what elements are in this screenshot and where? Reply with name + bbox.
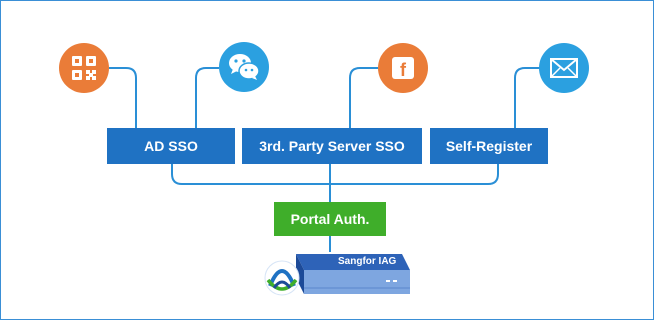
self-register-label: Self-Register	[445, 138, 533, 154]
connector-facebook-to-third-party	[349, 67, 380, 128]
device-label: Sangfor IAG	[338, 256, 397, 267]
sangfor-device	[264, 254, 410, 296]
svg-text:f: f	[400, 60, 407, 80]
mail-icon	[539, 43, 589, 93]
self-register-box: Self-Register	[430, 128, 548, 164]
facebook-icon: f	[378, 43, 428, 93]
portal-auth-label: Portal Auth.	[290, 211, 370, 227]
third-party-sso-label: 3rd. Party Server SSO	[259, 138, 405, 154]
connector-qr-to-ad-sso	[109, 67, 137, 128]
connector-mail-to-self-register	[514, 67, 540, 128]
connector-wechat-to-ad-sso	[195, 67, 219, 128]
connector-methods-bus	[171, 164, 499, 185]
sangfor-logo-icon	[264, 260, 300, 296]
ad-sso-label: AD SSO	[144, 138, 198, 154]
portal-auth-box: Portal Auth.	[274, 202, 386, 236]
qr-code-icon	[59, 43, 109, 93]
third-party-sso-box: 3rd. Party Server SSO	[242, 128, 422, 164]
wechat-icon	[219, 42, 269, 92]
ad-sso-box: AD SSO	[107, 128, 235, 164]
